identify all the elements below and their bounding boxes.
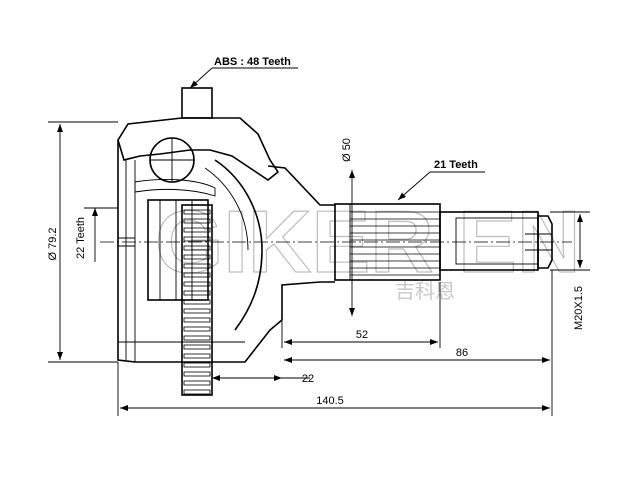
label-dim-52: 52 [356,329,368,341]
leader-abs [189,67,213,89]
label-abs-teeth: ABS : 48 Teeth [214,56,291,68]
spline-lines [350,211,440,276]
abs-tooth [183,254,211,260]
label-shaft-diameter: Ø 50 [341,138,353,162]
housing-inner-curve-2 [204,167,249,251]
inner-race [147,137,209,301]
abs-tooth [183,380,211,386]
label-dim-22: 22 [302,373,314,385]
abs-tooth [183,227,211,233]
abs-tooth-top [181,87,213,119]
thread-section [439,211,553,271]
abs-tooth [183,308,211,314]
housing-outline [117,140,283,363]
abs-tooth [183,317,211,323]
label-thread: M20X1.5 [573,286,585,330]
abs-tooth [183,389,211,395]
thread-end [537,215,553,269]
label-dim-140: 140.5 [316,395,344,407]
abs-tooth [183,209,211,215]
label-21-teeth: 21 Teeth [434,159,478,171]
abs-tooth [183,218,211,224]
abs-teeth [183,209,211,395]
abs-tooth [183,344,211,350]
abs-tooth [183,272,211,278]
abs-tooth [183,263,211,269]
inner-race-body [147,199,209,301]
dimensions: Ø 79.2 22 Teeth ABS : 48 Teeth Ø 50 21 T… [47,56,590,416]
abs-tooth [183,326,211,332]
label-outer-diameter: Ø 79.2 [47,227,59,260]
neck-lower [281,281,335,320]
abs-tooth [183,290,211,296]
watermark: GIKER EN 吉科恩 [150,183,581,303]
leader-21teeth [397,171,431,201]
label-dim-86: 86 [456,347,468,359]
abs-tooth [183,335,211,341]
abs-tooth [183,362,211,368]
neck-upper [267,165,335,206]
abs-tooth [183,245,211,251]
abs-tooth [183,281,211,287]
abs-tooth [183,236,211,242]
housing-section-top [117,117,280,181]
abs-tooth [183,371,211,377]
watermark-brand: GIKER EN [155,192,580,291]
watermark-sub: 吉科恩 [395,279,455,303]
abs-ring [181,87,213,396]
housing-inner-curve [214,159,263,331]
abs-tooth [183,353,211,359]
label-22-teeth: 22 Teeth [75,217,87,259]
